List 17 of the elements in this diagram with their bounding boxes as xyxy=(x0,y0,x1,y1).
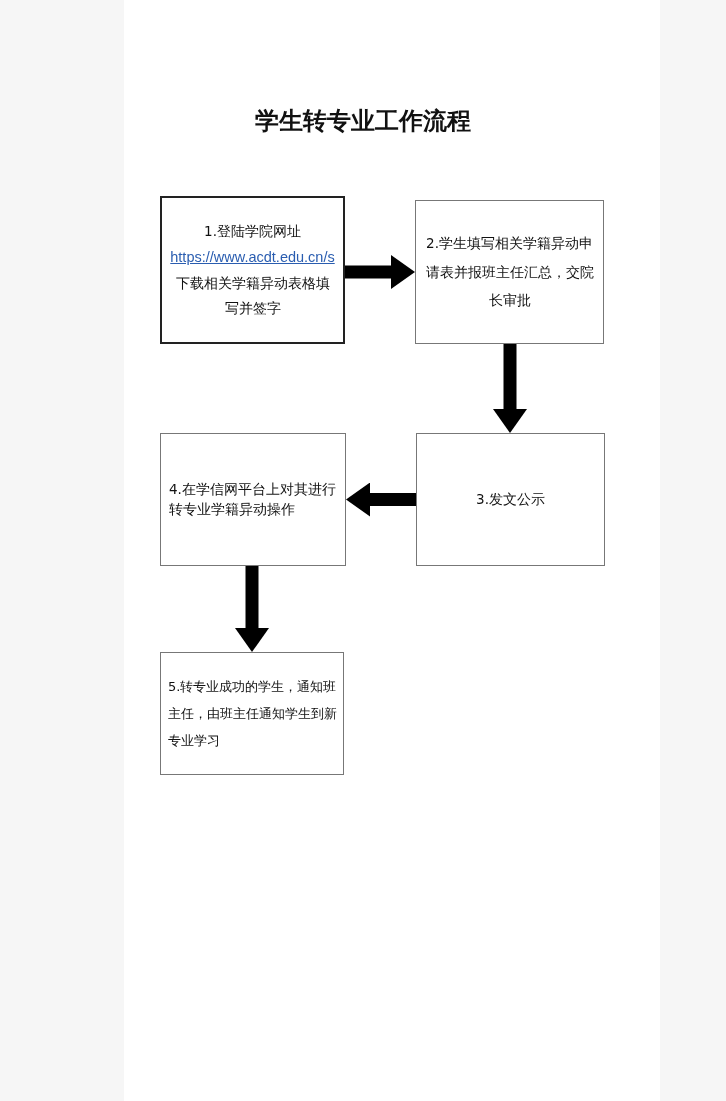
block-arrow xyxy=(235,566,269,652)
step-text: 4.在学信网平台上对其进行转专业学籍异动操作 xyxy=(169,479,337,519)
diagram-title: 学生转专业工作流程 xyxy=(255,106,471,137)
process-box xyxy=(415,200,604,344)
step-text: 下载相关学籍异动表格填写并签字 xyxy=(174,273,331,318)
block-arrow xyxy=(345,255,415,289)
step-text: 5.转专业成功的学生，通知班主任，由班主任通知学生到新专业学习 xyxy=(168,677,338,751)
process-box xyxy=(160,433,346,566)
block-arrow xyxy=(346,482,416,517)
step-text: 2.学生填写相关学籍异动申请表并报班主任汇总，交院长审批 xyxy=(424,234,595,311)
process-box xyxy=(160,652,344,775)
process-box xyxy=(160,196,345,344)
block-arrow xyxy=(493,344,527,433)
process-box xyxy=(416,433,605,566)
step-text: 1.登陆学院网址 xyxy=(204,222,301,242)
step-text: 3.发文公示 xyxy=(476,490,545,510)
url-link: https://www.acdt.edu.cn/s xyxy=(170,248,335,268)
